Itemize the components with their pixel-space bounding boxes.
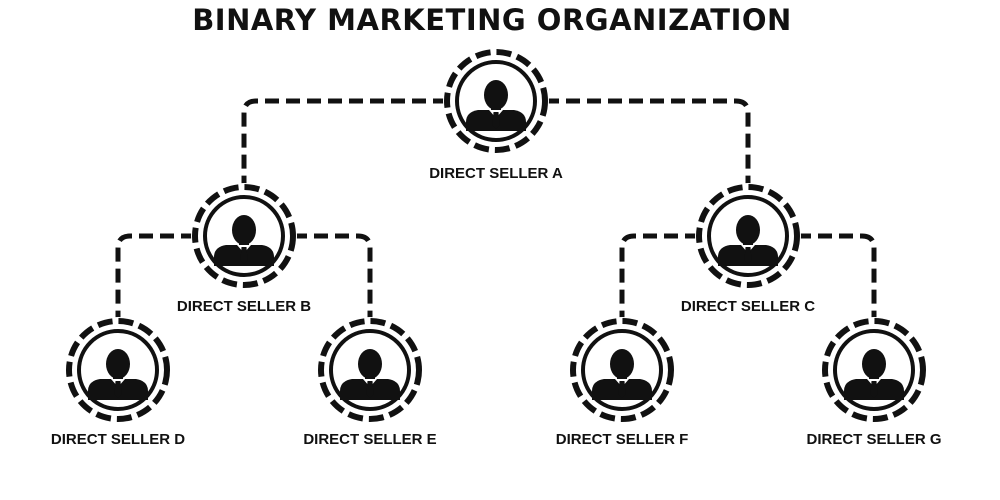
connector-a-b	[241, 98, 447, 187]
node-label-d: DIRECT SELLER D	[51, 431, 185, 448]
dashed-ring	[822, 318, 926, 422]
dashed-ring	[318, 318, 422, 422]
connector-lines	[115, 98, 877, 321]
node-e: DIRECT SELLER E	[303, 317, 437, 448]
node-label-e: DIRECT SELLER E	[303, 431, 436, 448]
connector-b-d	[115, 233, 195, 321]
node-label-c: DIRECT SELLER C	[681, 298, 815, 315]
node-a: DIRECT SELLER A	[429, 48, 563, 182]
node-b: DIRECT SELLER B	[177, 183, 311, 315]
node-label-b: DIRECT SELLER B	[177, 298, 311, 315]
dashed-ring	[192, 184, 296, 288]
node-g: DIRECT SELLER G	[806, 317, 942, 448]
dashed-ring	[66, 318, 170, 422]
node-label-g: DIRECT SELLER G	[806, 431, 941, 448]
node-f: DIRECT SELLER F	[556, 317, 689, 448]
dashed-ring	[696, 184, 800, 288]
dashed-ring	[444, 49, 548, 153]
node-label-a: DIRECT SELLER A	[429, 165, 563, 182]
connector-c-f	[619, 233, 699, 321]
diagram-title: BINARY MARKETING ORGANIZATION	[192, 3, 792, 37]
node-layer: DIRECT SELLER A DIRECT SELLER B DIRECT SEL…	[51, 48, 942, 448]
node-c: DIRECT SELLER C	[681, 183, 815, 315]
node-d: DIRECT SELLER D	[51, 317, 185, 448]
connector-c-g	[797, 233, 877, 321]
connector-b-e	[293, 233, 373, 321]
dashed-ring	[570, 318, 674, 422]
node-label-f: DIRECT SELLER F	[556, 431, 689, 448]
connector-a-c	[545, 98, 751, 187]
